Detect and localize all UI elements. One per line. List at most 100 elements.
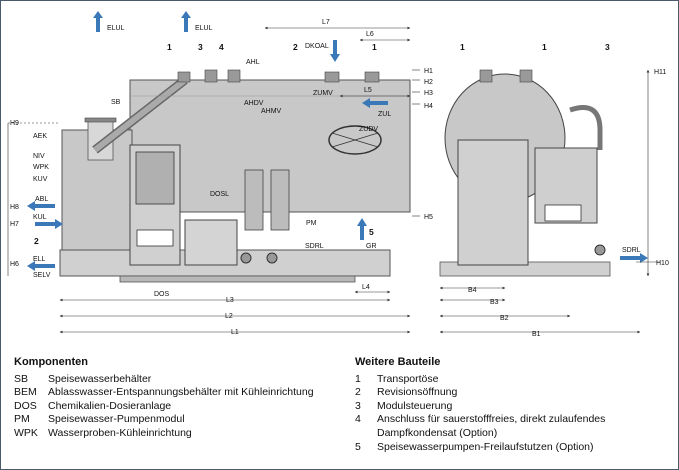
dim-h10: H10	[656, 260, 669, 267]
components-heading: Komponenten	[14, 356, 88, 368]
further-parts-legend: Weitere Bauteile 1 Transportöse 2 Revision…	[355, 356, 655, 454]
label-ahl: AHL	[246, 59, 260, 66]
part-text: Anschluss für sauerstofffreies, direkt z…	[377, 413, 606, 439]
dim-h5: H5	[424, 214, 433, 221]
label-elul-left: ELUL	[107, 25, 125, 32]
dim-b3: B3	[490, 299, 499, 306]
component-text: Speisewasserbehälter	[48, 372, 152, 385]
label-elul-right: ELUL	[195, 25, 213, 32]
label-zumv: ZUMV	[313, 90, 333, 97]
further-parts-row: 2 Revisionsöffnung	[355, 386, 655, 400]
label-kul: KUL	[33, 214, 47, 221]
callout-4: 4	[219, 42, 224, 52]
component-code: DOS	[14, 399, 37, 412]
dim-l5: L5	[364, 87, 372, 94]
dim-h9: H9	[10, 120, 19, 127]
further-parts-heading: Weitere Bauteile	[355, 356, 441, 368]
front-view	[7, 11, 420, 334]
dim-h3: H3	[424, 90, 433, 97]
components-row: BEM Ablasswasser-Entspannungsbehälter mit…	[14, 386, 314, 400]
callout-3: 3	[198, 42, 203, 52]
further-parts-row: 4 Anschluss für sauerstofffreies, direkt …	[355, 413, 655, 440]
component-text: Ablasswasser-Entspannungsbehälter mit Kü…	[48, 386, 314, 399]
component-code: SB	[14, 372, 29, 385]
dim-h7: H7	[10, 221, 19, 228]
label-sdrl: SDRL	[305, 243, 324, 250]
dosing-unit	[184, 219, 238, 266]
dim-b4: B4	[468, 287, 477, 294]
part-text: Revisionsöffnung	[377, 386, 458, 399]
pump-module	[240, 169, 290, 264]
label-aek: AEK	[33, 133, 47, 140]
dim-b2: B2	[500, 315, 509, 322]
part-code: 2	[355, 386, 361, 399]
component-code: WPK	[14, 426, 38, 439]
label-dosl: DOSL	[210, 191, 229, 198]
dim-l7: L7	[322, 19, 330, 26]
side-label-sdrl: SDRL	[622, 247, 641, 254]
further-parts-table: 1 Transportöse 2 Revisionsöffnung 3 Modulst…	[355, 373, 655, 455]
label-pm: PM	[306, 220, 317, 227]
label-abl: ABL	[35, 196, 48, 203]
components-row: DOS Chemikalien-Dosieranlage	[14, 400, 314, 414]
component-text: Chemikalien-Dosieranlage	[48, 399, 172, 412]
callout-2-a: 2	[293, 42, 298, 52]
front-view-labels: ELUL ELUL AHL DKOAL AHDV AHMV ZUMV ZUL Z…	[10, 19, 433, 336]
side-callout-1-a: 1	[460, 42, 465, 52]
callout-1-b: 1	[372, 42, 377, 52]
label-ahdv: AHDV	[244, 100, 264, 107]
part-text: Speisewasserpumpen-Freilaufstutzen (Opti…	[377, 440, 594, 453]
label-dos: DOS	[154, 291, 170, 298]
components-row: PM Speisewasser-Pumpenmodul	[14, 413, 314, 427]
dim-b1: B1	[532, 331, 541, 338]
label-kuv: KUV	[33, 176, 48, 183]
part-code: 3	[355, 399, 361, 412]
label-ell: ELL	[33, 256, 46, 263]
component-code: BEM	[14, 386, 37, 399]
dim-l3: L3	[226, 297, 234, 304]
components-row: WPK Wasserproben-Kühleinrichtung	[14, 427, 314, 441]
label-dkoal: DKOAL	[305, 43, 329, 50]
dim-h8: H8	[10, 204, 19, 211]
side-view	[439, 69, 660, 334]
callout-2-b: 2	[34, 236, 39, 246]
label-niv: NIV	[33, 153, 45, 160]
components-table: SB Speisewasserbehälter BEM Ablasswasser-E…	[14, 373, 314, 441]
component-text: Speisewasser-Pumpenmodul	[48, 413, 185, 426]
dim-l6: L6	[366, 31, 374, 38]
label-ahmv: AHMV	[261, 108, 282, 115]
elul-left-arrow	[93, 11, 103, 32]
side-callout-3: 3	[605, 42, 610, 52]
dim-h1: H1	[424, 68, 433, 75]
dim-h4: H4	[424, 103, 433, 110]
side-view-labels: 1 1 3 SDRL H10 H11 B1 B2 B3 B4	[460, 42, 669, 338]
label-zudv: ZUDV	[359, 126, 378, 133]
dim-h11: H11	[654, 69, 666, 76]
label-zul: ZUL	[378, 111, 391, 118]
label-gr: GR	[366, 243, 377, 250]
callout-1-a: 1	[167, 42, 172, 52]
side-callout-1-b: 1	[542, 42, 547, 52]
dim-h6: H6	[10, 261, 19, 268]
part-code: 1	[355, 372, 361, 385]
dim-l4: L4	[362, 284, 370, 291]
part-text: Transportöse	[377, 372, 439, 385]
further-parts-row: 1 Transportöse	[355, 373, 655, 387]
component-code: PM	[14, 413, 30, 426]
dim-h2: H2	[424, 79, 433, 86]
label-sb: SB	[111, 99, 121, 106]
further-parts-row: 5 Speisewasserpumpen-Freilaufstutzen (Opt…	[355, 441, 655, 455]
callout-5: 5	[369, 227, 374, 237]
elul-right-arrow	[181, 11, 191, 32]
part-code: 4	[355, 413, 361, 426]
components-legend: Komponenten SB Speisewasserbehälter BEM Ab…	[14, 356, 314, 441]
dim-l1: L1	[231, 329, 239, 336]
components-row: SB Speisewasserbehälter	[14, 373, 314, 387]
label-wpk: WPK	[33, 164, 49, 171]
dim-l2: L2	[225, 313, 233, 320]
component-text: Wasserproben-Kühleinrichtung	[48, 426, 192, 439]
part-code: 5	[355, 440, 361, 453]
further-parts-row: 3 Modulsteuerung	[355, 400, 655, 414]
part-text: Modulsteuerung	[377, 399, 453, 412]
